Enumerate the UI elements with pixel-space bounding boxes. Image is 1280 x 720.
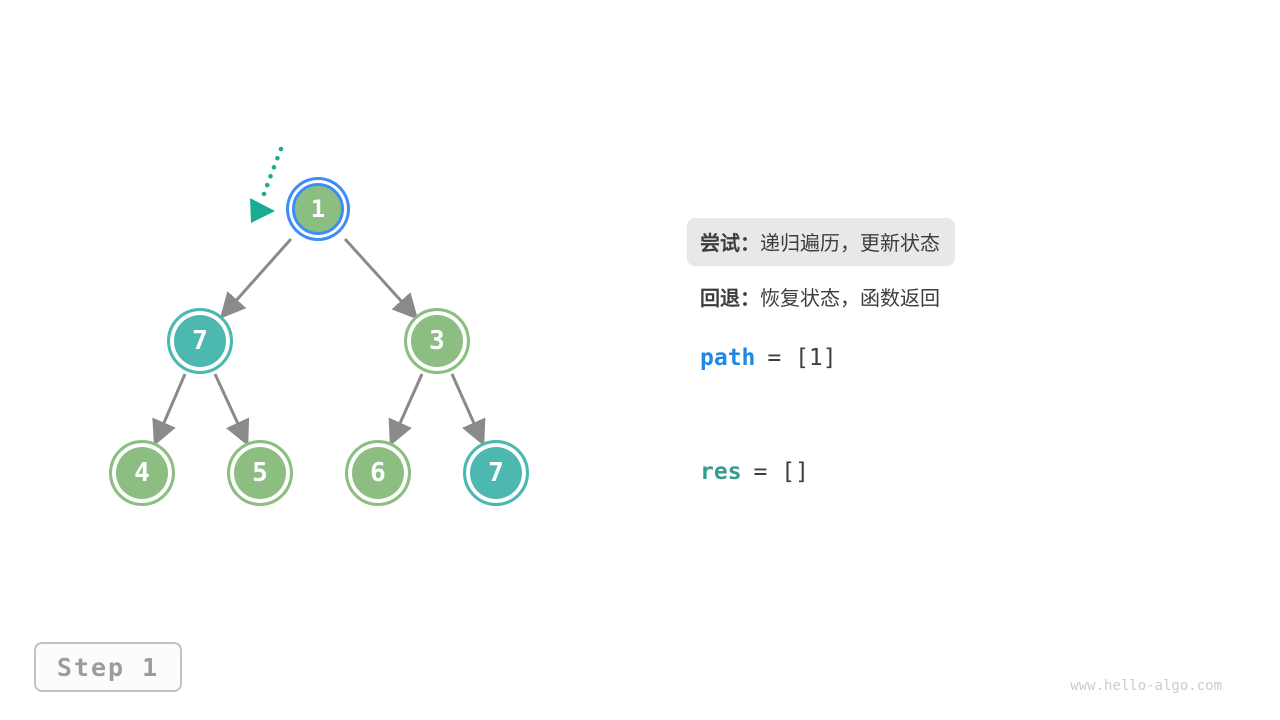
tree-node-3: 3 <box>404 308 470 374</box>
current-pointer-icon <box>250 146 284 223</box>
try-label: 尝试： <box>700 233 760 255</box>
try-text: 递归遍历，更新状态 <box>760 233 940 255</box>
backtrack-label: 回退： <box>700 288 760 310</box>
tree-node-4: 4 <box>109 440 175 506</box>
edge-1-3 <box>343 237 419 320</box>
state-panel: 尝试：递归遍历，更新状态 回退：恢复状态，函数返回 path = [1] res =… <box>687 218 1047 485</box>
step-badge: Step 1 <box>34 642 182 692</box>
tree-node-6: 6 <box>345 440 411 506</box>
res-variable-value: = [] <box>753 459 809 485</box>
edge-1-7 <box>219 238 293 319</box>
try-statement: 尝试：递归遍历，更新状态 <box>687 218 955 266</box>
tree-node-7-right: 7 <box>463 440 529 506</box>
tree-node-1-current: 1 <box>292 183 344 235</box>
edge-3-6 <box>388 373 424 446</box>
watermark: www.hello-algo.com <box>1070 678 1222 694</box>
path-variable-line: path = [1] <box>687 345 1047 371</box>
tree-node-7-left: 7 <box>167 308 233 374</box>
edge-3-7 <box>450 373 486 446</box>
res-variable-line: res = [] <box>687 459 1047 485</box>
tree-edges <box>152 237 486 447</box>
path-variable-name: path <box>700 345 756 371</box>
tree-node-5: 5 <box>227 440 293 506</box>
backtrack-statement: 回退：恢复状态，函数返回 <box>687 272 1047 311</box>
edge-7-5 <box>213 373 250 446</box>
res-variable-name: res <box>700 459 742 485</box>
edge-7-4 <box>152 373 187 447</box>
backtrack-text: 恢复状态，函数返回 <box>760 288 940 310</box>
path-variable-value: = [1] <box>767 345 837 371</box>
